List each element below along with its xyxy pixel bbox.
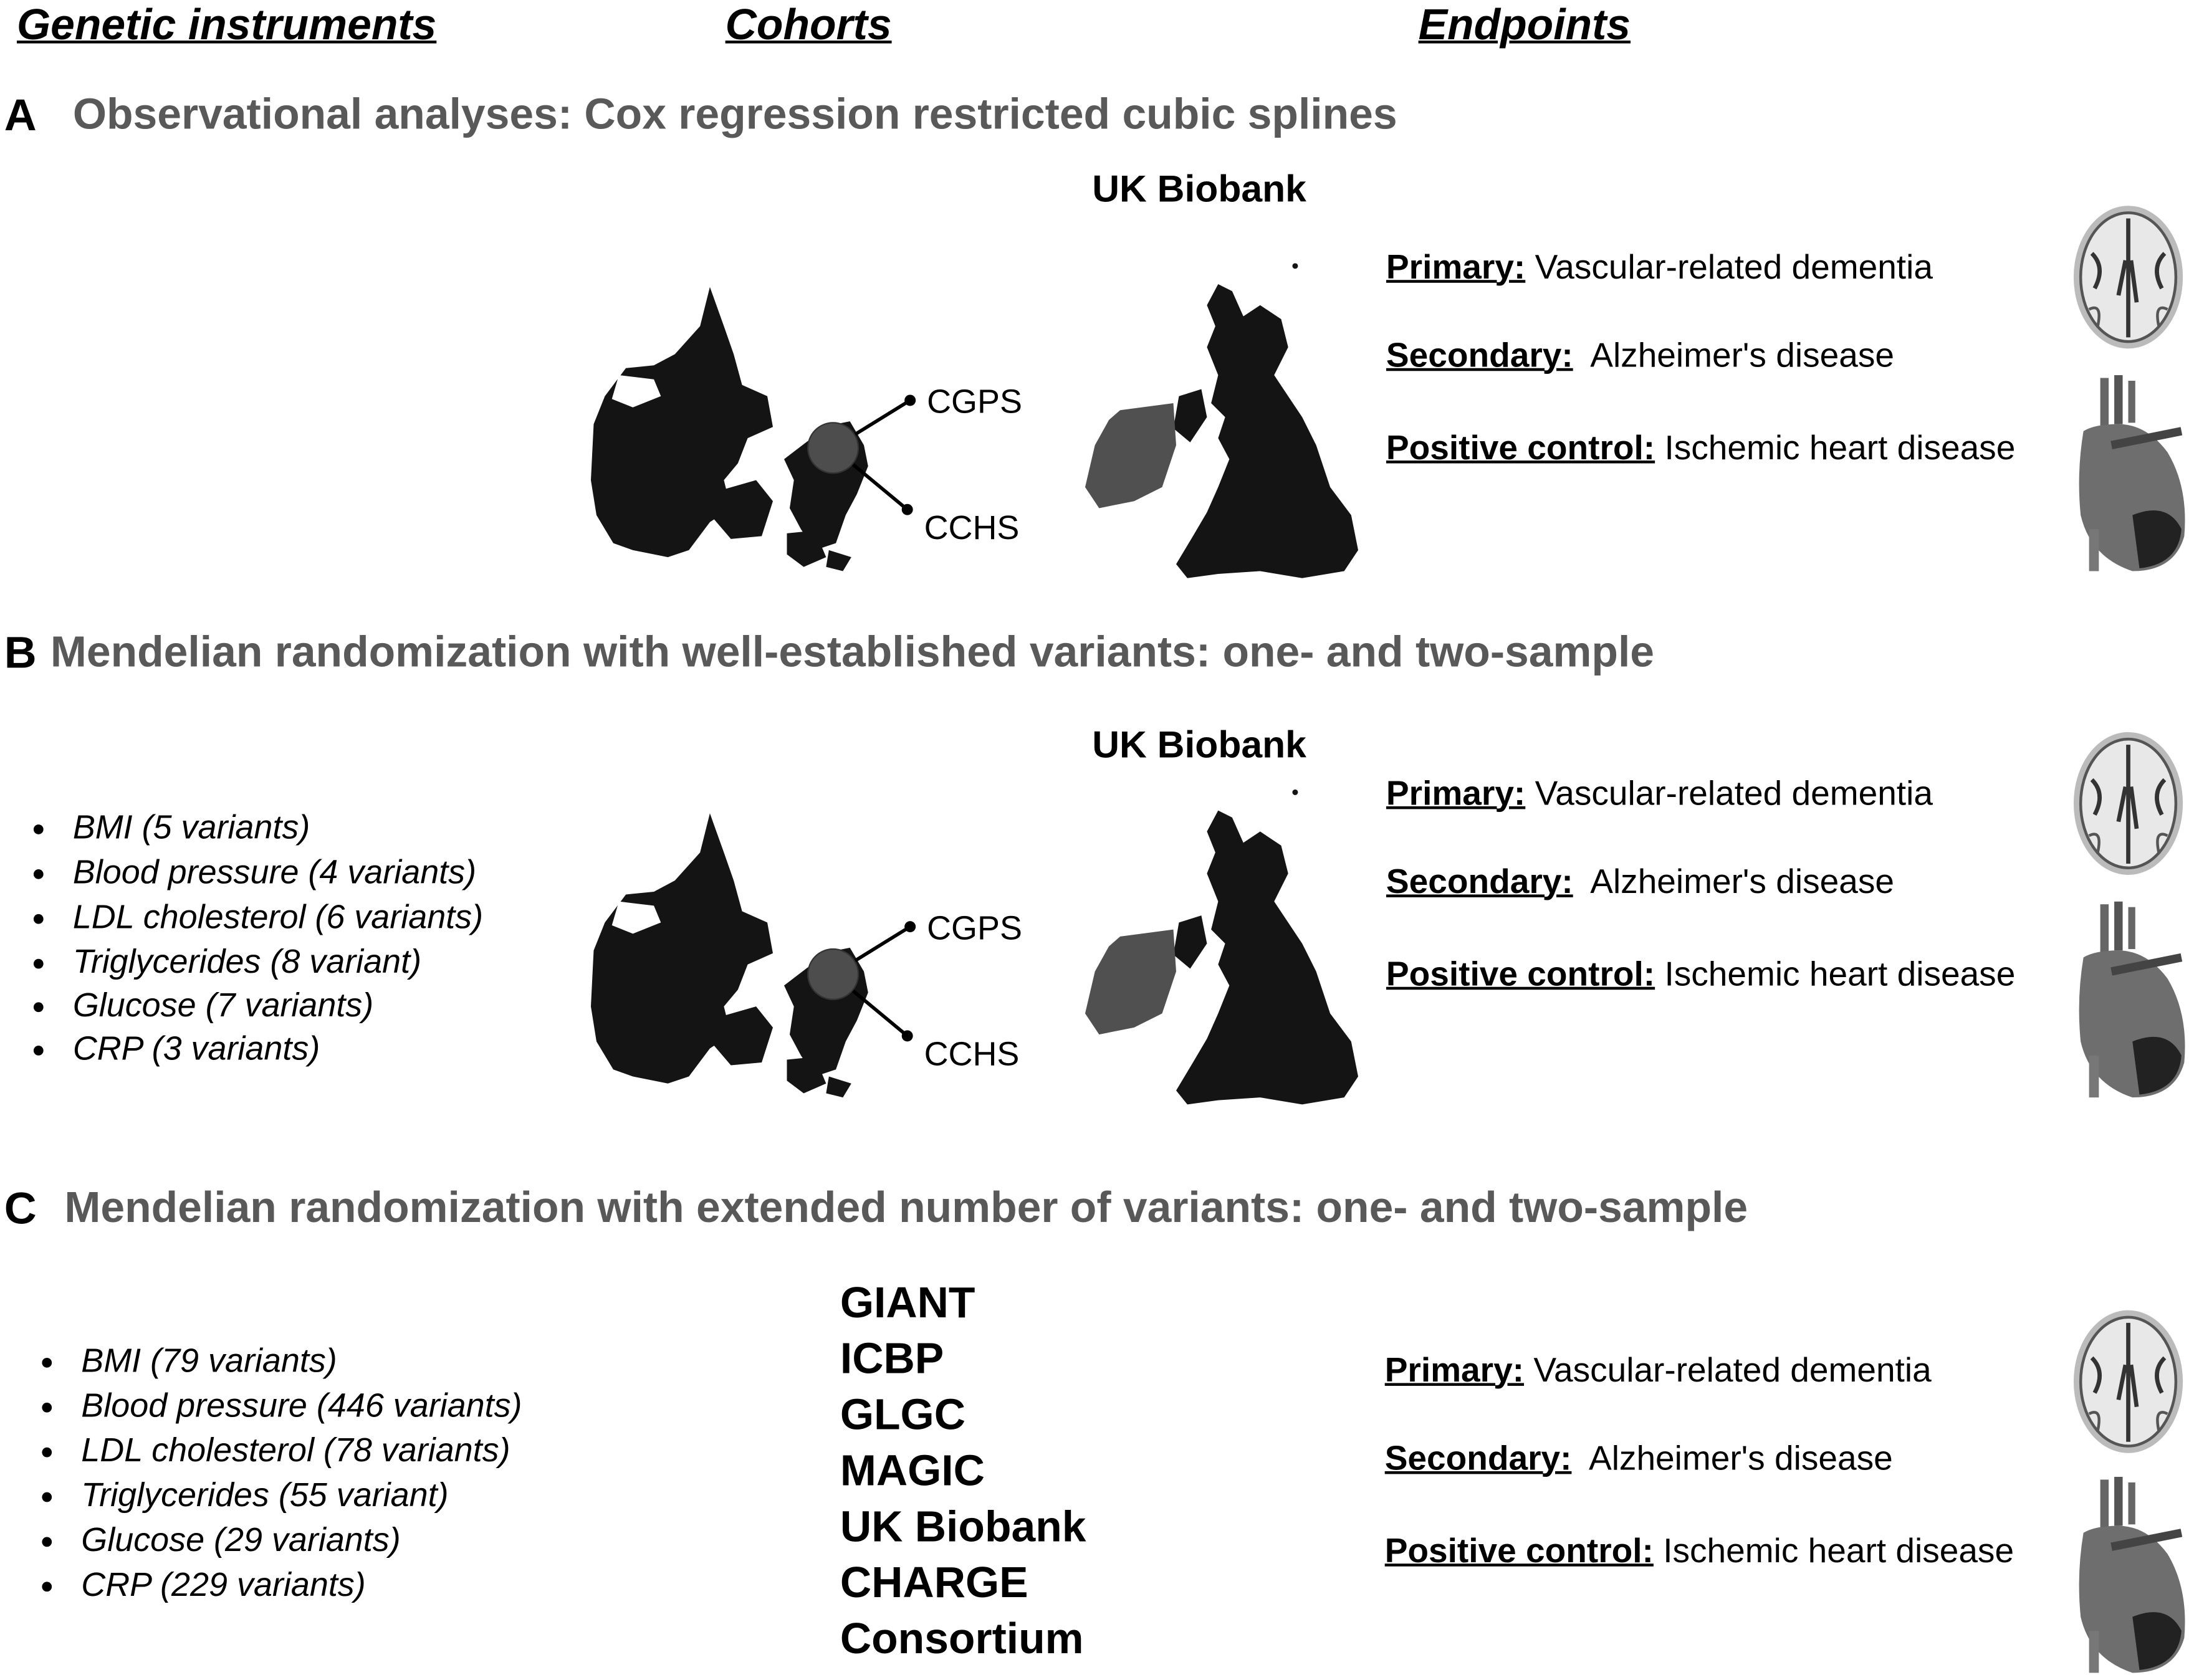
site-label-cchs: CCHS — [924, 509, 1020, 548]
site-label-cgps: CGPS — [927, 383, 1022, 422]
cohort-label: UK Biobank — [1092, 723, 1306, 766]
site-label-cchs: CCHS — [924, 1036, 1020, 1074]
section-title: Mendelian randomization with extended nu… — [64, 1183, 1748, 1232]
instrument-item: Blood pressure (4 variants) — [33, 854, 476, 893]
consortium: UK Biobank — [840, 1502, 1086, 1552]
section-letter: A — [4, 89, 37, 140]
consortium: CHARGE — [840, 1558, 1028, 1607]
brain-icon — [2072, 1309, 2185, 1456]
consortia-list: GIANT ICBP GLGC MAGIC UK Biobank CHARGE … — [840, 1275, 1086, 1667]
consortium: GLGC — [840, 1390, 966, 1439]
consortium: MAGIC — [840, 1446, 985, 1496]
copenhagen-marker — [807, 921, 916, 1042]
site-label-cgps: CGPS — [927, 910, 1022, 948]
endpoint-primary: Primary: Vascular-related dementia — [1386, 249, 1933, 287]
endpoint-secondary: Secondary: Alzheimer's disease — [1386, 337, 1894, 376]
section-title: Observational analyses: Cox regression r… — [72, 89, 1397, 139]
endpoint-control: Positive control: Ischemic heart disease — [1386, 956, 2016, 994]
instrument-item: CRP (3 variants) — [33, 1030, 320, 1069]
endpoint-primary: Primary: Vascular-related dementia — [1386, 775, 1933, 814]
instrument-item: Glucose (29 variants) — [42, 1522, 401, 1561]
endpoint-control: Positive control: Ischemic heart disease — [1386, 429, 2016, 468]
section-letter: B — [4, 627, 37, 678]
consortium: ICBP — [840, 1334, 944, 1383]
instrument-item: Glucose (7 variants) — [33, 987, 373, 1026]
endpoint-primary: Primary: Vascular-related dementia — [1384, 1352, 1932, 1390]
section-title: Mendelian randomization with well-establ… — [50, 627, 1655, 677]
section-letter: C — [4, 1183, 37, 1234]
heart-icon — [2069, 902, 2188, 1105]
brain-icon — [2072, 204, 2185, 351]
instrument-item: LDL cholesterol (6 variants) — [33, 899, 483, 938]
instrument-item: Triglycerides (55 variant) — [42, 1477, 449, 1516]
endpoint-secondary: Secondary: Alzheimer's disease — [1386, 864, 1894, 902]
brain-icon — [2072, 731, 2185, 878]
endpoint-control: Positive control: Ischemic heart disease — [1384, 1532, 2014, 1571]
instrument-item: Triglycerides (8 variant) — [33, 943, 421, 983]
consortium: Consortium — [840, 1614, 1084, 1663]
column-header-instruments: Genetic instruments — [16, 0, 437, 49]
heart-icon — [2069, 1477, 2188, 1680]
endpoint-secondary: Secondary: Alzheimer's disease — [1384, 1440, 1893, 1479]
instrument-item: CRP (229 variants) — [42, 1567, 366, 1606]
consortium: GIANT — [840, 1277, 975, 1327]
uk-map — [1078, 263, 1372, 599]
instrument-item: BMI (79 variants) — [42, 1342, 337, 1382]
uk-map — [1078, 790, 1372, 1125]
cohort-label: UK Biobank — [1092, 168, 1306, 210]
heart-icon — [2069, 375, 2188, 578]
column-header-cohorts: Cohorts — [725, 0, 892, 49]
column-header-endpoints: Endpoints — [1418, 0, 1631, 49]
instrument-item: LDL cholesterol (78 variants) — [42, 1432, 510, 1471]
copenhagen-marker — [807, 394, 916, 515]
instrument-item: Blood pressure (446 variants) — [42, 1387, 522, 1426]
instrument-item: BMI (5 variants) — [33, 809, 310, 848]
